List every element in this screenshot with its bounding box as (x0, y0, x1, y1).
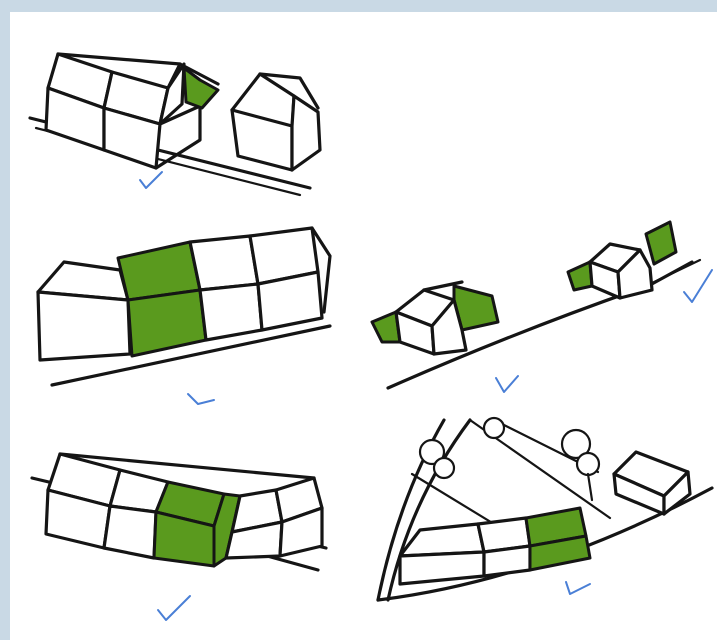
tree-icon (434, 458, 454, 478)
green-infill (568, 262, 592, 290)
green-infill (646, 222, 676, 264)
house-front (38, 292, 130, 360)
house-front (104, 506, 156, 558)
house-front (400, 552, 484, 584)
check-mark-icon (684, 270, 712, 302)
house-front (200, 284, 262, 340)
check-mark-icon (496, 376, 518, 392)
panel-middle-right (372, 222, 712, 392)
tree-icon (484, 418, 504, 438)
check-mark-icon (188, 394, 214, 404)
panel-middle-left (38, 228, 330, 404)
tree-trunk (588, 474, 592, 500)
panel-top-left (30, 54, 320, 195)
check-mark-icon (158, 596, 190, 620)
green-infill-front (128, 290, 206, 356)
tree-icon (577, 453, 599, 475)
house-roof (190, 236, 258, 290)
panel-bottom-right (378, 418, 712, 600)
check-mark-icon (566, 582, 590, 594)
house-front (258, 272, 322, 330)
panel-bottom-left (32, 454, 326, 620)
house-front (484, 546, 530, 576)
check-mark-icon (140, 172, 162, 188)
